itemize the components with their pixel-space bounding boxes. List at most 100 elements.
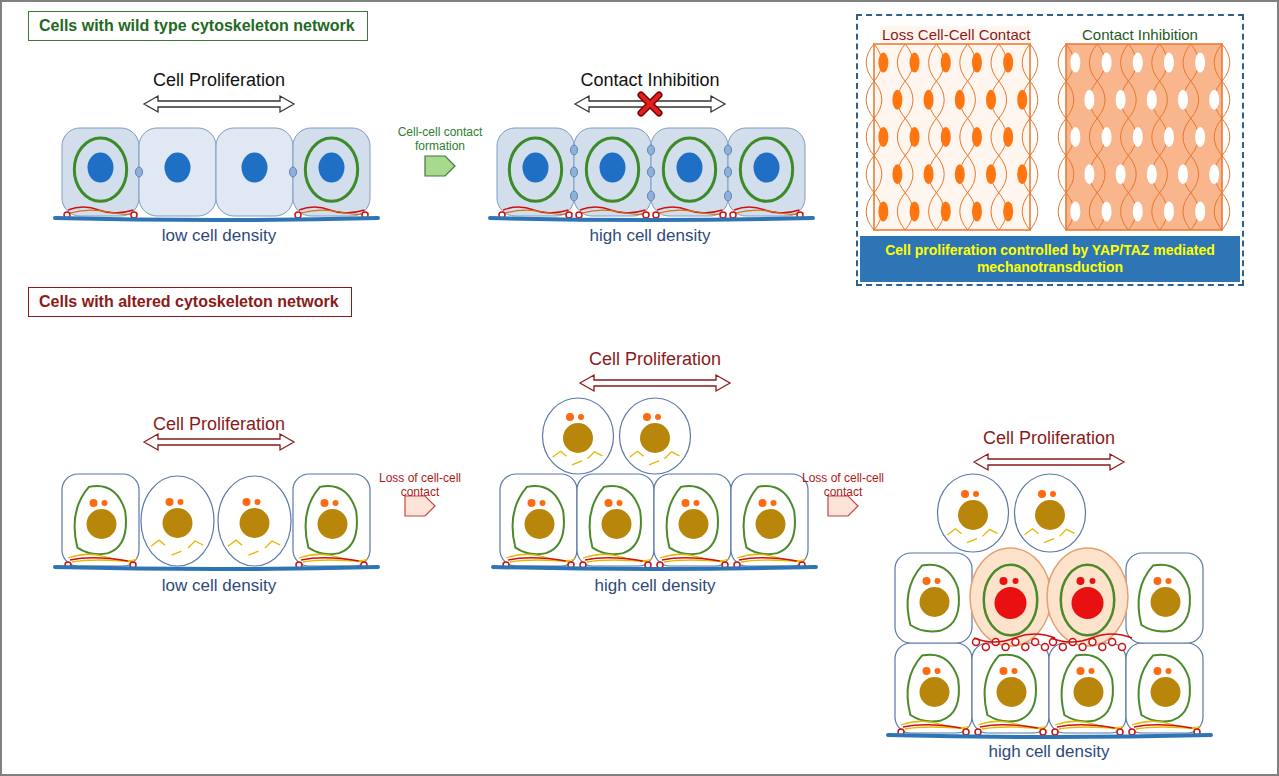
nucleus xyxy=(523,153,549,183)
nucleus xyxy=(1195,201,1205,221)
altered-fiber xyxy=(660,554,729,562)
nucleolus xyxy=(923,667,931,675)
nucleus xyxy=(878,201,888,221)
cell xyxy=(1126,553,1203,643)
step-arrow xyxy=(405,496,435,516)
nucleolus xyxy=(1077,667,1085,675)
cell xyxy=(731,474,808,566)
cytoskeleton-ring xyxy=(590,486,641,554)
actin-fiber xyxy=(580,207,645,213)
focal-adhesion xyxy=(730,212,736,218)
nucleus xyxy=(941,127,951,147)
cytoskeleton-ring xyxy=(1139,565,1190,632)
cell xyxy=(216,128,293,216)
focal-adhesion xyxy=(1040,729,1046,735)
nucleolus xyxy=(643,413,651,421)
nucleus xyxy=(1072,587,1104,619)
nucleus xyxy=(941,53,951,73)
nucleus xyxy=(1195,127,1205,147)
nucleus xyxy=(1133,53,1143,73)
nucleolus xyxy=(1154,667,1162,675)
altered-fiber xyxy=(1055,721,1124,729)
cell-outline xyxy=(1214,44,1230,230)
process-label: Cell Proliferation xyxy=(589,349,721,370)
cell xyxy=(293,474,370,566)
basement-membrane xyxy=(490,218,813,220)
altered-fiber xyxy=(68,554,137,562)
double-arrow xyxy=(575,96,725,112)
basement-membrane xyxy=(493,567,816,569)
altered-fiber xyxy=(948,529,998,543)
actin-fiber xyxy=(505,210,573,214)
nucleolus xyxy=(1089,668,1095,674)
nucleolus xyxy=(540,500,546,506)
cell-outline xyxy=(1022,44,1038,230)
nucleolus xyxy=(935,578,941,584)
nucleus xyxy=(318,509,348,539)
cell xyxy=(938,474,1009,552)
focal-adhesion xyxy=(975,729,981,735)
node-text: Cell proliferation controlled by YAP/TAZ… xyxy=(868,242,1232,277)
heading-box: Cells with wild type cytoskeleton networ… xyxy=(28,11,368,41)
nucleolus xyxy=(935,668,941,674)
panel-heading: Contact Inhibition xyxy=(1080,26,1200,43)
nucleus xyxy=(319,153,345,183)
nucleus xyxy=(910,53,920,73)
actin-fiber xyxy=(1134,725,1192,728)
nucleolus xyxy=(605,499,613,507)
nucleus xyxy=(1151,677,1181,707)
focal-adhesion xyxy=(1032,639,1039,646)
cell-junction xyxy=(571,167,578,177)
actin-fiber xyxy=(659,210,727,214)
nucleus xyxy=(1003,201,1013,221)
nucleolus xyxy=(166,498,174,506)
actin-fiber xyxy=(582,210,650,214)
nucleus xyxy=(997,677,1027,707)
nucleolus xyxy=(1038,490,1046,498)
inhibition-cross xyxy=(641,95,659,113)
cell xyxy=(574,128,651,216)
density-label: high cell density xyxy=(595,576,716,596)
density-label: high cell density xyxy=(590,226,711,246)
cytoskeleton-ring xyxy=(985,655,1036,722)
nucleus xyxy=(88,153,114,183)
cell xyxy=(895,643,972,733)
nucleus xyxy=(972,201,982,221)
cytoskeleton-ring xyxy=(1139,655,1190,722)
cytoskeleton-ring xyxy=(586,138,638,201)
node-text: Cells with wild type cytoskeleton networ… xyxy=(39,17,357,35)
nucleus xyxy=(242,153,268,183)
node-text: Cells with altered cytoskeleton network xyxy=(39,293,341,311)
cell xyxy=(62,474,139,566)
cell-junction xyxy=(136,167,143,177)
nucleus xyxy=(1147,90,1157,110)
nucleus xyxy=(756,509,786,539)
nucleolus xyxy=(771,500,777,506)
focal-adhesion xyxy=(576,212,582,218)
focal-adhesion xyxy=(653,212,659,218)
density-label: high cell density xyxy=(989,742,1110,762)
basement-membrane xyxy=(55,567,378,569)
tissue-panel xyxy=(874,44,1030,230)
nucleus xyxy=(1070,201,1080,221)
focal-adhesion xyxy=(1012,639,1019,646)
double-arrow xyxy=(580,375,730,391)
nucleus xyxy=(924,90,934,110)
focal-adhesion xyxy=(1129,729,1135,735)
transformed-cell xyxy=(970,548,1051,646)
cell xyxy=(139,128,216,216)
nucleus xyxy=(1102,53,1112,73)
focal-adhesion xyxy=(1089,639,1096,646)
step-label: Loss of cell-cell contact xyxy=(365,472,475,500)
focal-adhesion xyxy=(1022,644,1029,651)
cell-junction xyxy=(290,167,297,177)
nucleus xyxy=(920,677,950,707)
density-label: low cell density xyxy=(162,576,276,596)
cell xyxy=(62,128,139,216)
actin-fiber xyxy=(657,207,722,213)
altered-fiber xyxy=(737,554,806,562)
nucleus xyxy=(640,423,670,453)
cell xyxy=(1015,474,1086,552)
cell xyxy=(293,128,370,216)
nucleolus xyxy=(321,499,329,507)
